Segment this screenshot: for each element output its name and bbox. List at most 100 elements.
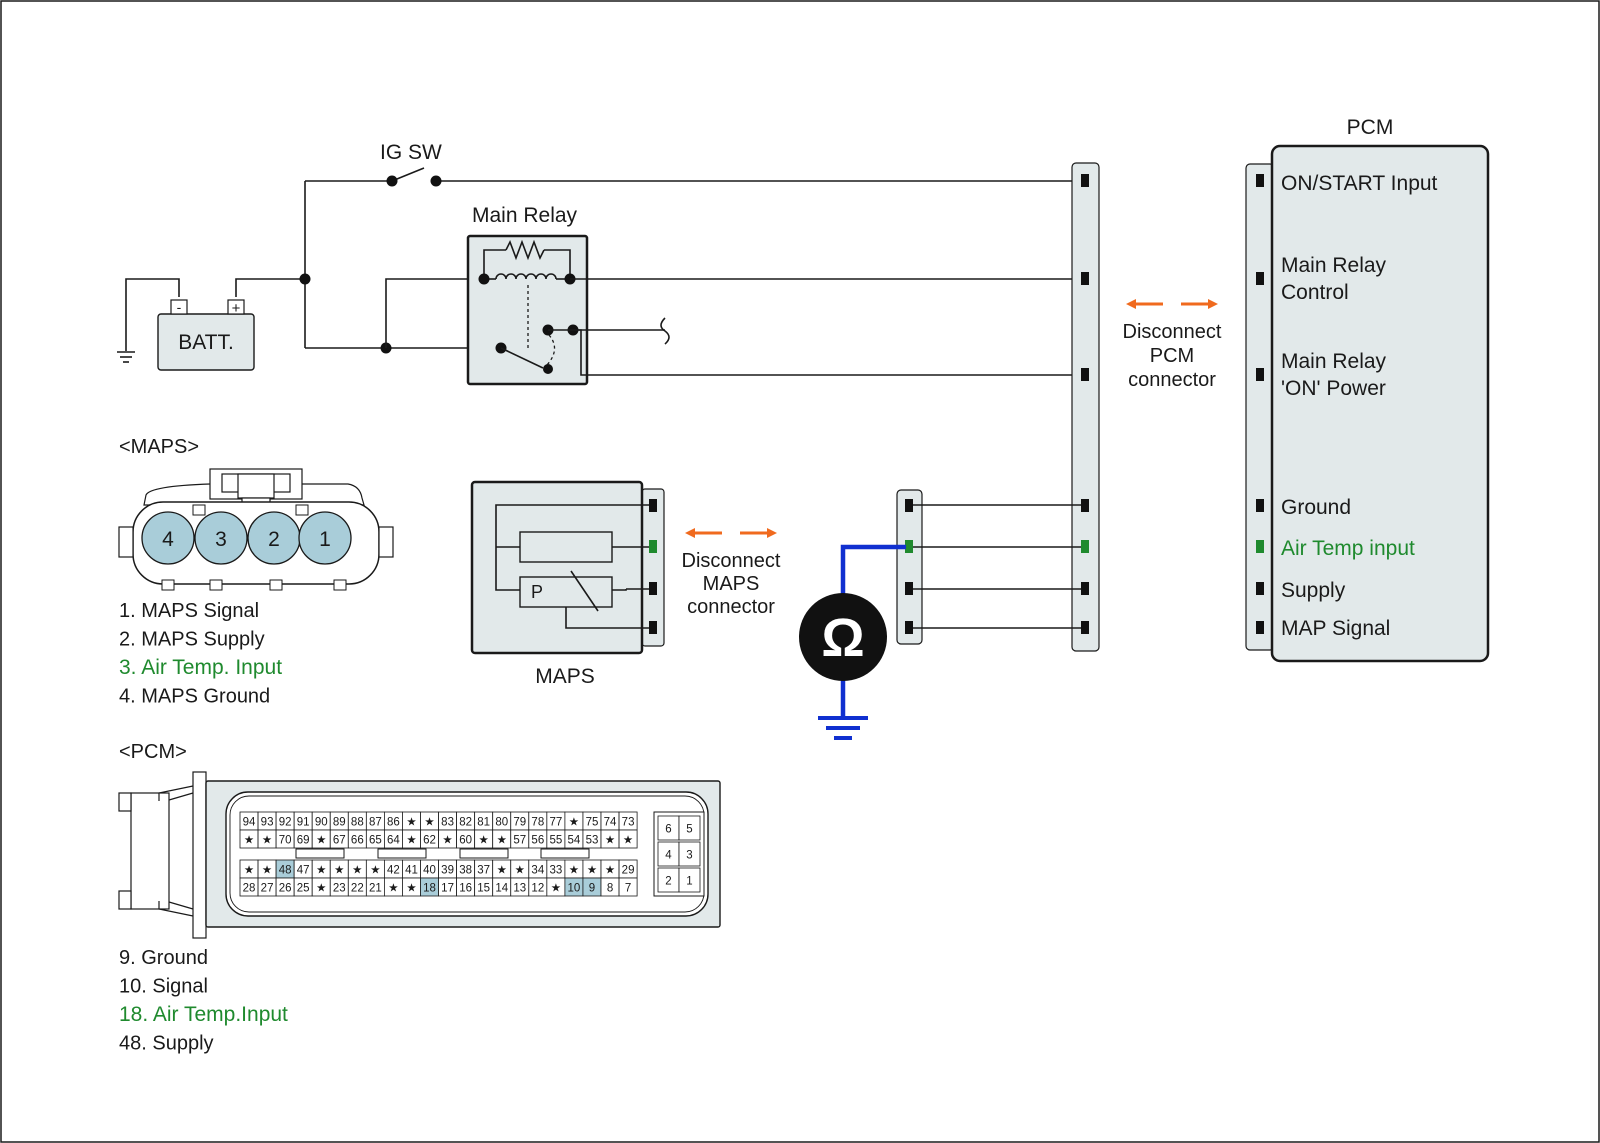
pcm-pin-number: ★ bbox=[352, 865, 362, 877]
pcm-pin-number: 81 bbox=[477, 817, 490, 829]
pcm-small-pin-number: 4 bbox=[665, 850, 672, 862]
legend-item: 10. Signal bbox=[119, 976, 208, 998]
pcm-pin-number: 18 bbox=[423, 883, 436, 895]
pcm-small-pin-number: 6 bbox=[665, 824, 671, 836]
pcm-strip-pins bbox=[1256, 174, 1264, 634]
pcm-pin-number: ★ bbox=[515, 865, 525, 877]
pcm-pin-number: ★ bbox=[262, 835, 272, 847]
maps-pin-3 bbox=[194, 511, 248, 565]
pcm-small-pin-cell bbox=[678, 867, 701, 893]
pcm-pin-number: 53 bbox=[586, 835, 599, 847]
pcm-title: PCM bbox=[1347, 116, 1394, 139]
disconnect-maps-line2: MAPS bbox=[703, 573, 760, 595]
pcm-pin-number: 82 bbox=[459, 817, 472, 829]
pcm-pin-number: 77 bbox=[549, 817, 562, 829]
ohmmeter-ground-icon bbox=[818, 716, 868, 740]
pcm-keys bbox=[295, 848, 590, 859]
pcm-input-label: MAP Signal bbox=[1281, 617, 1390, 640]
pcm-pin-number: ★ bbox=[587, 865, 597, 877]
pcm-pin-cell bbox=[618, 829, 638, 849]
pcm-pin-number: 83 bbox=[441, 817, 454, 829]
pcm-pin-number: 94 bbox=[243, 817, 256, 829]
harness-strip-pins bbox=[1081, 174, 1089, 634]
pcm-pin-number: ★ bbox=[388, 883, 398, 895]
ig-sw-label: IG SW bbox=[380, 141, 442, 164]
pcm-pin-number: 60 bbox=[459, 835, 472, 847]
maps-p-label: P bbox=[531, 582, 543, 602]
maps-pin-number: 3 bbox=[215, 528, 227, 551]
pcm-pin-number: ★ bbox=[244, 865, 254, 877]
pcm-pin-number: 40 bbox=[423, 865, 436, 877]
pcm-pin-number: 37 bbox=[477, 865, 490, 877]
pcm-pin-number: 28 bbox=[243, 883, 256, 895]
pcm-pin-number: 89 bbox=[333, 817, 346, 829]
pcm-pin-number: 73 bbox=[622, 817, 635, 829]
pcm-pin-number: 92 bbox=[279, 817, 292, 829]
pcm-pin-number: 57 bbox=[513, 835, 526, 847]
pcm-pin-number: ★ bbox=[569, 817, 579, 829]
main-relay: Main Relay bbox=[466, 204, 1085, 386]
pcm-pin-number: 74 bbox=[604, 817, 617, 829]
pcm-small-pin-cell bbox=[678, 815, 701, 841]
harness-connector-strip bbox=[1071, 162, 1100, 652]
pcm-pin-number: ★ bbox=[442, 835, 452, 847]
pcm-pin-number: 8 bbox=[607, 883, 613, 895]
pcm-pin-number: 9 bbox=[589, 883, 595, 895]
pcm-pin-number: ★ bbox=[497, 835, 507, 847]
pcm-connector-title: <PCM> bbox=[119, 741, 187, 763]
pcm-pin-number: 69 bbox=[297, 835, 310, 847]
legend-item: 9. Ground bbox=[119, 947, 208, 969]
main-relay-label: Main Relay bbox=[472, 204, 578, 227]
pcm-pin-number: ★ bbox=[406, 835, 416, 847]
maps-harness-connector bbox=[896, 489, 923, 645]
pcm-small-pin-number: 5 bbox=[686, 824, 692, 836]
pcm-pin-number: ★ bbox=[497, 865, 507, 877]
disconnect-pcm-line1: Disconnect bbox=[1123, 321, 1222, 343]
pcm-pin-number: 23 bbox=[333, 883, 346, 895]
maps-pin-number: 4 bbox=[162, 528, 174, 551]
pcm-pin-number: 90 bbox=[315, 817, 328, 829]
ohm-symbol-icon bbox=[799, 593, 887, 681]
ohmmeter: Ω bbox=[799, 544, 906, 740]
pcm-pin-number: ★ bbox=[605, 865, 615, 877]
pcm-pin-number: 29 bbox=[622, 865, 635, 877]
pcm-pin-number: 70 bbox=[279, 835, 292, 847]
pcm-pin-number: 41 bbox=[405, 865, 418, 877]
pcm-input-label: Control bbox=[1281, 281, 1349, 304]
battery-label: BATT. bbox=[178, 331, 234, 354]
pcm-pin-number: 13 bbox=[513, 883, 526, 895]
legend-item: 2. MAPS Supply bbox=[119, 629, 265, 651]
pcm-pin-number: 17 bbox=[441, 883, 454, 895]
pcm-pin-number: 48 bbox=[279, 865, 292, 877]
pcm-pin-number: 79 bbox=[513, 817, 526, 829]
pcm-input-label: Air Temp input bbox=[1281, 537, 1415, 560]
pcm-pin-number: 10 bbox=[568, 883, 581, 895]
pcm-small-pin-number: 2 bbox=[665, 876, 671, 888]
pcm-pin-number: 39 bbox=[441, 865, 454, 877]
pcm-small-pin-number: 1 bbox=[686, 876, 692, 888]
pcm-pin-number: 87 bbox=[369, 817, 382, 829]
pcm-pin-number: ★ bbox=[569, 865, 579, 877]
pcm-pin-number: 88 bbox=[351, 817, 364, 829]
battery-ground-icon bbox=[117, 351, 135, 363]
pcm-pin-number: 62 bbox=[423, 835, 436, 847]
pcm-pin-number: 22 bbox=[351, 883, 364, 895]
pcm-pin-number: ★ bbox=[551, 883, 561, 895]
pcm-pin-number: ★ bbox=[479, 835, 489, 847]
disconnect-maps-line3: connector bbox=[687, 596, 775, 618]
pcm-pin-number: ★ bbox=[316, 883, 326, 895]
pcm-pin-number: 27 bbox=[261, 883, 274, 895]
pcm-pin-number: 86 bbox=[387, 817, 400, 829]
disconnect-pcm-line2: PCM bbox=[1150, 345, 1194, 367]
power-circuit: IG SW - + BATT. Main Relay bbox=[117, 141, 1085, 386]
legend-item: 3. Air Temp. Input bbox=[119, 656, 282, 679]
battery: - + BATT. bbox=[157, 299, 255, 371]
pcm-pin-number: 66 bbox=[351, 835, 364, 847]
pcm-small-pin-cell bbox=[678, 841, 701, 867]
pcm-pin-number: 93 bbox=[261, 817, 274, 829]
